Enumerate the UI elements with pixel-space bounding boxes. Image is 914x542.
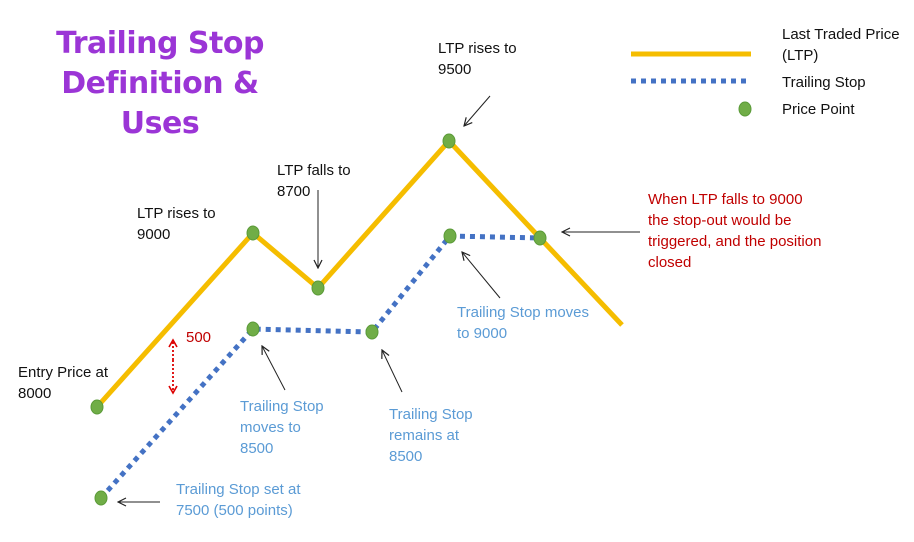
legend-graphics xyxy=(631,51,752,117)
trailing-stop-remains-8500-label: Trailing Stop remains at 8500 xyxy=(389,406,473,465)
stop-out-note: When LTP falls to 9000 the stop-out woul… xyxy=(648,191,822,271)
price-point xyxy=(365,324,379,340)
trailing-stop-moves-8500-label: Trailing Stop moves to 8500 xyxy=(240,398,324,457)
price-point xyxy=(311,280,325,296)
page-title: Trailing Stop Definition & Uses xyxy=(20,24,300,144)
gap-500-label: 500 xyxy=(186,329,212,346)
ltp-rises-9000-label: LTP rises to 9000 xyxy=(137,205,216,243)
title-line-1: Trailing Stop xyxy=(56,26,264,61)
price-point xyxy=(443,228,457,244)
price-point xyxy=(533,230,547,246)
legend-trailing-stop-label: Trailing Stop xyxy=(782,74,866,91)
arrow xyxy=(262,346,286,391)
price-point xyxy=(246,225,260,241)
arrow xyxy=(382,350,403,393)
ltp-line xyxy=(95,137,624,409)
entry-price-label: Entry Price at 8000 xyxy=(18,364,109,402)
price-point xyxy=(94,490,108,506)
ltp-rises-9500-label: LTP rises to 9500 xyxy=(438,40,517,78)
ltp-falls-8700-label: LTP falls to 8700 xyxy=(277,162,351,200)
trailing-stop-7500-label: Trailing Stop set at 7500 (500 points) xyxy=(176,481,301,519)
annotation-arrows xyxy=(118,95,640,502)
price-points xyxy=(90,133,547,506)
arrow xyxy=(462,252,501,299)
trailing-stop-moves-9000-label: Trailing Stop moves to 9000 xyxy=(457,304,589,342)
trailing-stop-line xyxy=(99,233,541,500)
legend-price-point-label: Price Point xyxy=(782,101,855,118)
price-point xyxy=(246,321,260,337)
price-point xyxy=(90,399,104,415)
title-line-2: Definition & Uses xyxy=(61,66,259,141)
price-point xyxy=(442,133,456,149)
arrow xyxy=(464,95,491,126)
legend-price-point-swatch xyxy=(738,101,752,117)
legend-ltp-label: Last Traded Price (LTP) xyxy=(782,26,900,64)
